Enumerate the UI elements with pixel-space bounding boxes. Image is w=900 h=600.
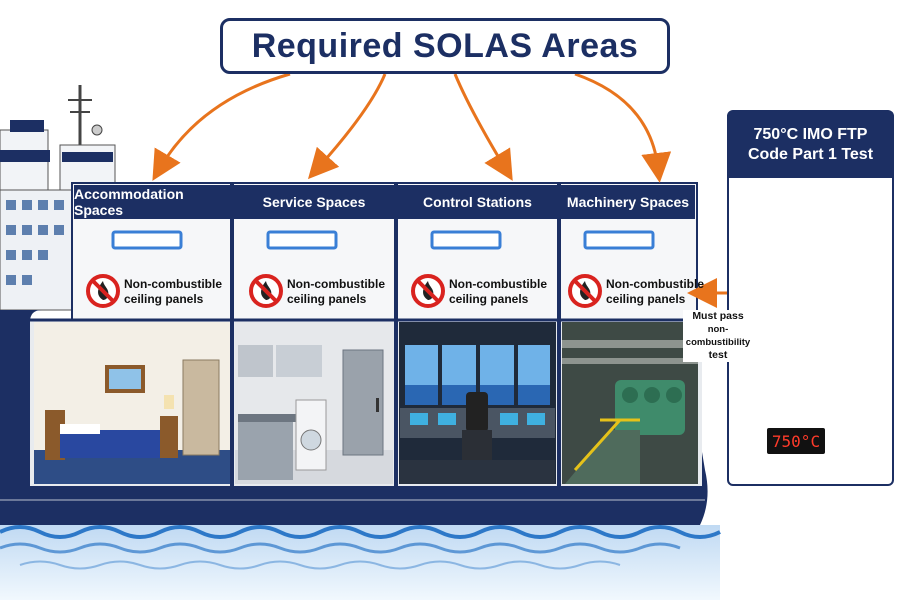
must-pass-line3: test [708, 349, 728, 361]
panel-label-line1: Non-combustible [124, 277, 222, 291]
sea-waves [0, 525, 721, 600]
page-title: Required SOLAS Areas [220, 18, 670, 74]
no-fire-icon [86, 274, 602, 308]
panel-label-service: Non-combustible ceiling panels [287, 277, 385, 307]
area-header-control: Control Stations [398, 185, 557, 219]
panel-label-line2: ceiling panels [287, 292, 367, 306]
must-pass-note: Must pass non-combustibility test [683, 310, 753, 362]
area-header-service: Service Spaces [234, 185, 394, 219]
panel-label-line1: Non-combustible [606, 277, 704, 291]
ship-hull [0, 310, 708, 525]
panel-label-line1: Non-combustible [287, 277, 385, 291]
panel-label-line2: ceiling panels [606, 292, 686, 306]
panel-label-machinery: Non-combustible ceiling panels [606, 277, 704, 307]
panel-label-control: Non-combustible ceiling panels [449, 277, 547, 307]
panel-label-line2: ceiling panels [124, 292, 204, 306]
ceiling-light-icon [111, 230, 655, 250]
bay-dividers [230, 183, 561, 486]
service-room-scene [235, 322, 393, 484]
fire-test-title-line2: Code Part 1 Test [747, 146, 874, 163]
accommodation-room-scene [34, 322, 230, 484]
must-pass-line2: non-combustibility [685, 324, 751, 348]
machinery-room-scene [562, 322, 698, 484]
panel-label-line1: Non-combustible [449, 277, 547, 291]
panel-label-line2: ceiling panels [449, 292, 529, 306]
fire-test-title-line1: 750°C IMO FTP [753, 126, 868, 143]
must-pass-line1: Must pass [692, 310, 744, 322]
area-header-accommodation: Accommodation Spaces [74, 185, 230, 219]
panel-label-accommodation: Non-combustible ceiling panels [124, 277, 222, 307]
fire-test-title: 750°C IMO FTP Code Part 1 Test [729, 112, 892, 178]
temperature-display: 750°C [767, 428, 825, 454]
area-header-machinery: Machinery Spaces [561, 185, 695, 219]
arrow-icon [152, 72, 728, 308]
fire-test-panel: 750°C IMO FTP Code Part 1 Test [727, 110, 894, 486]
control-station-scene [399, 322, 556, 484]
